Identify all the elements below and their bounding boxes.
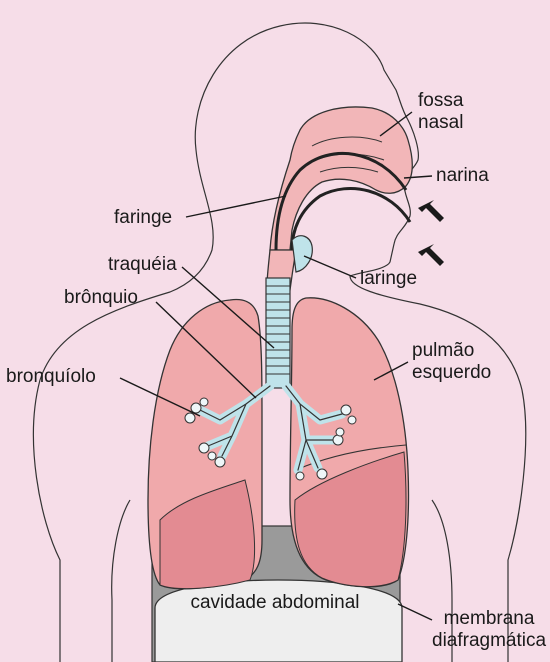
label-pulmao-esquerdo: pulmão esquerdo	[412, 340, 491, 384]
leader-membrana	[398, 604, 432, 620]
arrow-upper-icon	[418, 200, 444, 222]
airflow-arrows	[418, 200, 444, 266]
label-membrana-diafragmatica: membrana diafragmática	[432, 608, 546, 652]
leader-laringe	[304, 256, 356, 278]
arrow-lower-icon	[418, 244, 444, 266]
left-arm-line	[112, 500, 130, 662]
larynx	[292, 236, 312, 272]
label-bronquiolo: bronquíolo	[6, 366, 96, 388]
leader-faringe	[186, 196, 286, 217]
label-cavidade-abdominal: cavidade abdominal	[152, 592, 398, 614]
label-faringe: faringe	[114, 207, 172, 229]
label-laringe: laringe	[360, 268, 417, 290]
label-bronquio: brônquio	[64, 287, 138, 309]
label-narina: narina	[436, 165, 489, 187]
label-fossa-nasal: fossa nasal	[418, 90, 463, 134]
label-traqueia: traquéia	[108, 254, 177, 276]
